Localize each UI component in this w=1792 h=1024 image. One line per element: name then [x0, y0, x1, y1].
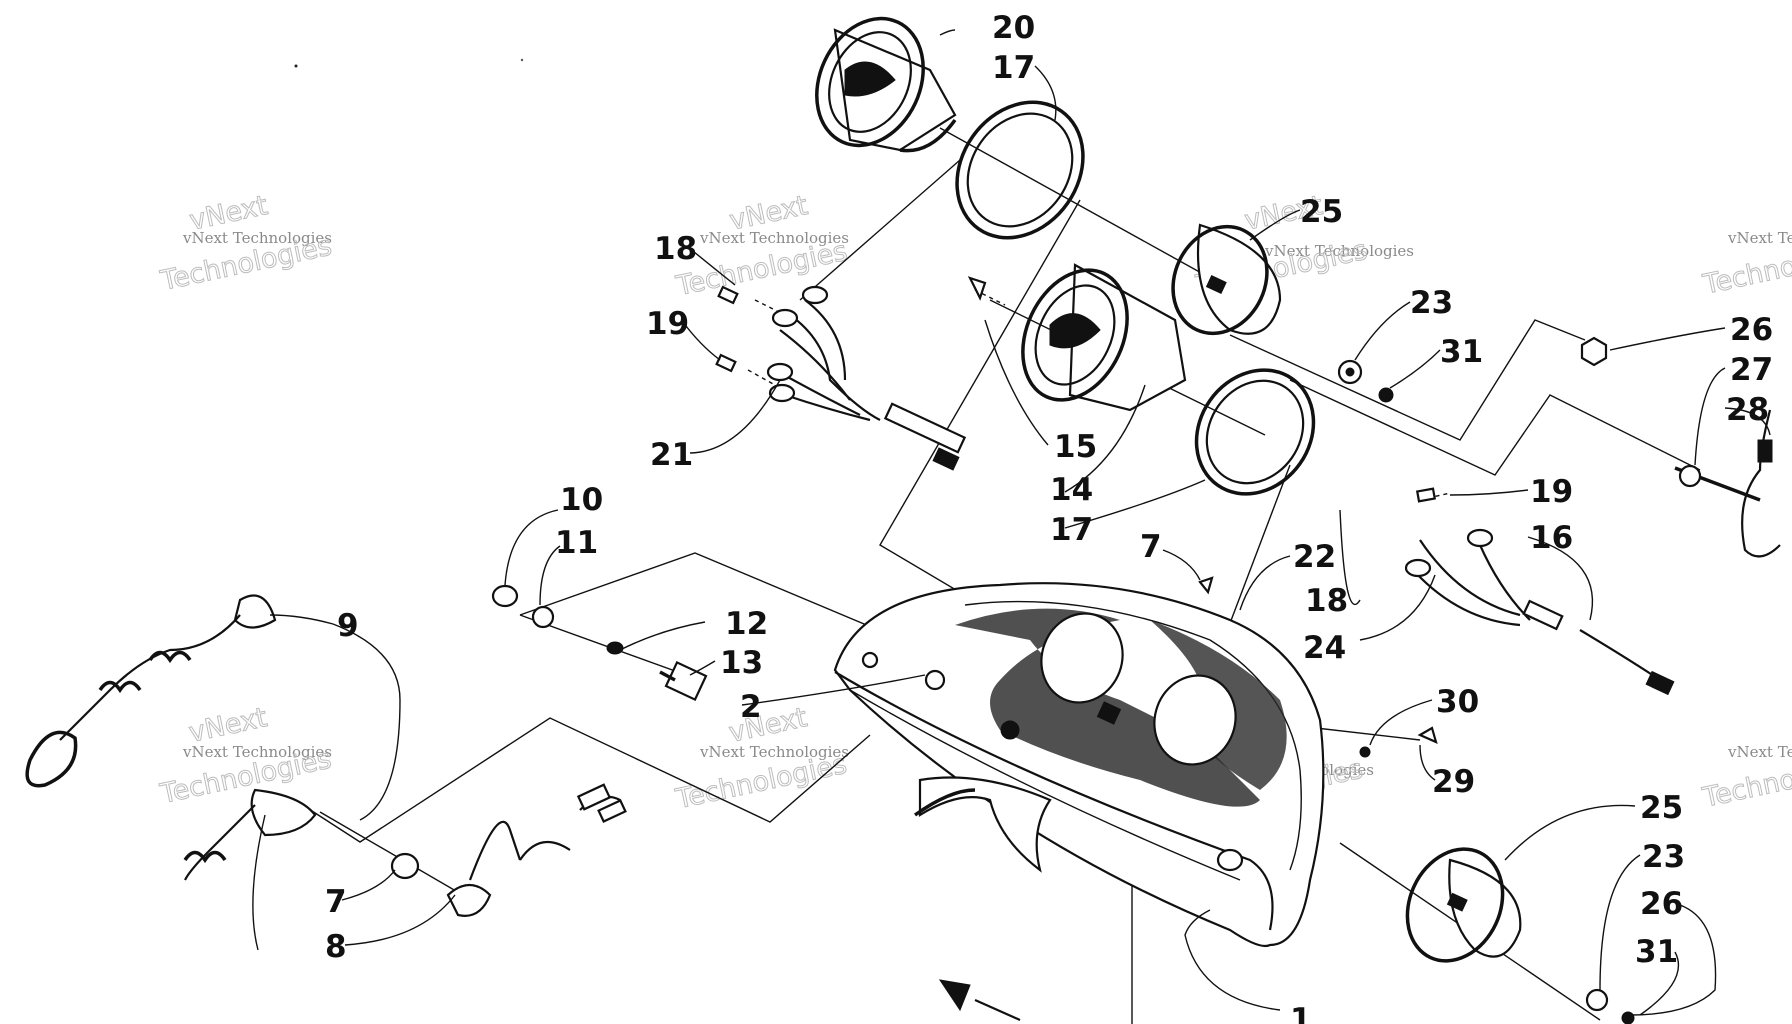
label-16: 16 — [1530, 520, 1573, 556]
label-31-top: 31 — [1440, 334, 1483, 370]
watermark: vNext Technologies Technologies — [1699, 743, 1792, 814]
label-12: 12 — [725, 606, 768, 642]
svg-text:vNext Technologies: vNext Technologies — [182, 229, 332, 247]
label-25-bottom: 25 — [1640, 790, 1683, 826]
label-2: 2 — [740, 689, 762, 725]
harness-21 — [766, 285, 967, 471]
tether-cord-9 — [25, 594, 317, 881]
label-10: 10 — [560, 482, 603, 518]
svg-text:vNext: vNext — [186, 702, 270, 749]
label-26-top: 26 — [1730, 312, 1773, 348]
bezel-ring-17-mid — [1194, 368, 1316, 496]
mount-cup-25-bottom — [1405, 847, 1522, 963]
label-7-bottom: 7 — [325, 884, 347, 920]
mount-cup-25-top — [1171, 223, 1282, 336]
label-17-top: 17 — [992, 50, 1035, 86]
label-27: 27 — [1730, 352, 1773, 388]
label-1: 1 — [1290, 1002, 1312, 1024]
label-25-top: 25 — [1300, 194, 1343, 230]
label-11: 11 — [555, 525, 598, 561]
svg-text:vNext: vNext — [726, 702, 810, 749]
part-labels: 20 17 25 18 19 21 23 31 26 27 28 15 14 1… — [325, 10, 1773, 1024]
label-23-top: 23 — [1410, 285, 1453, 321]
label-29: 29 — [1432, 764, 1475, 800]
harness-16-24 — [1404, 528, 1675, 696]
bezel-ring-17-top — [955, 100, 1085, 240]
gauge-14 — [1021, 263, 1187, 412]
label-7-top: 7 — [1140, 529, 1162, 565]
label-14: 14 — [1050, 472, 1093, 508]
ignition-switch-7-8 — [446, 783, 627, 917]
label-19-left: 19 — [646, 306, 689, 342]
svg-text:vNext Technologies: vNext Technologies — [699, 229, 849, 247]
label-23-bottom: 23 — [1642, 839, 1685, 875]
watermark: vNext vNext Technologies Technologies — [672, 190, 850, 303]
label-28: 28 — [1726, 392, 1769, 428]
svg-text:vNext Technologies: vNext Technologies — [699, 743, 849, 761]
label-31-bottom: 31 — [1635, 934, 1678, 970]
label-18-right: 18 — [1305, 583, 1348, 619]
label-leaders — [252, 29, 1771, 1016]
label-9: 9 — [337, 608, 359, 644]
label-26-bottom: 26 — [1640, 886, 1683, 922]
svg-text:vNext Technologies: vNext Technologies — [1727, 229, 1792, 247]
speck — [294, 64, 298, 68]
svg-text:vNext Technologies: vNext Technologies — [1727, 743, 1792, 761]
label-21: 21 — [650, 437, 693, 473]
gauge-20 — [815, 16, 957, 153]
label-15: 15 — [1054, 429, 1097, 465]
label-8: 8 — [325, 929, 347, 965]
watermark: vNext vNext Technologies Technologies — [156, 702, 334, 811]
label-22: 22 — [1293, 539, 1336, 575]
label-17-mid: 17 — [1050, 512, 1093, 548]
svg-text:vNext Technologies: vNext Technologies — [182, 743, 332, 761]
watermark: vNext Technologies Technologies — [1699, 229, 1792, 301]
label-30: 30 — [1436, 684, 1479, 720]
dash-housing-1 — [833, 582, 1325, 948]
label-19-right: 19 — [1530, 474, 1573, 510]
label-18-left: 18 — [654, 231, 697, 267]
sender-27-28 — [1674, 409, 1781, 558]
watermark: vNext vNext Technologies Technologies — [157, 190, 335, 298]
label-20: 20 — [992, 10, 1035, 46]
label-13: 13 — [720, 645, 763, 681]
speck — [520, 58, 524, 62]
svg-text:vNext Technologies: vNext Technologies — [1264, 242, 1414, 260]
clip — [938, 979, 1021, 1022]
label-24: 24 — [1303, 630, 1346, 666]
